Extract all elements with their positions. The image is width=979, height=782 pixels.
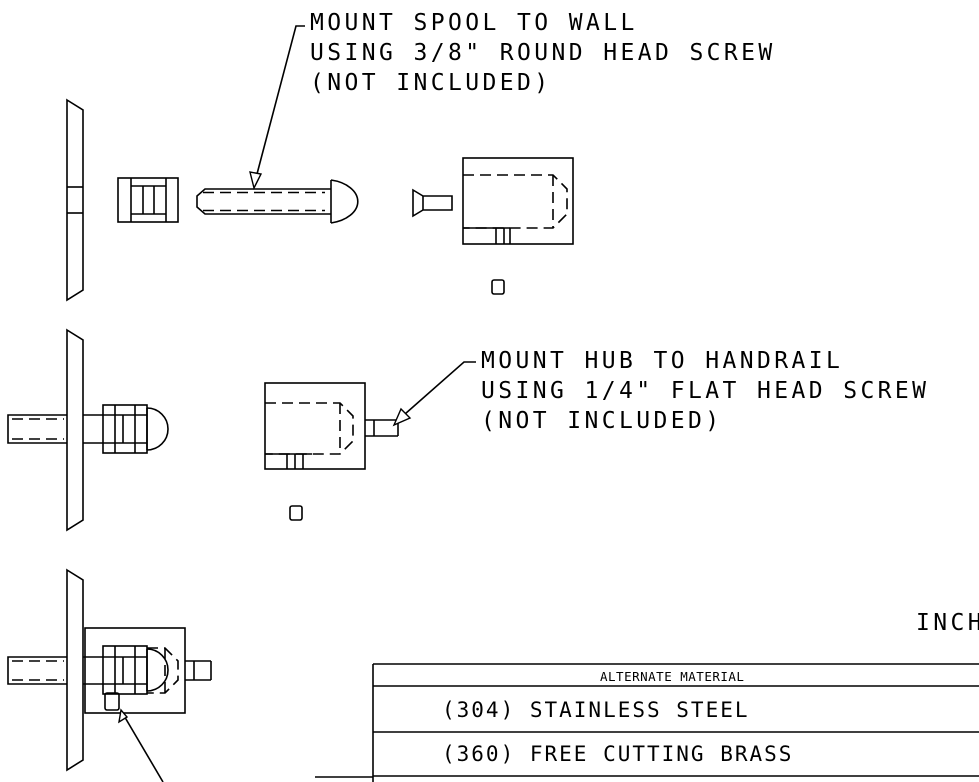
hub-3 [84, 627, 212, 714]
spool-note-line-1: MOUNT SPOOL TO WALL [310, 10, 638, 36]
flat-head-screw-2 [365, 419, 399, 437]
spool-mount-note: MOUNT SPOOL TO WALL USING 3/8" ROUND HEA… [310, 10, 776, 96]
full-assembly [7, 568, 212, 782]
set-screw-2 [289, 505, 303, 521]
hub-2 [264, 382, 366, 470]
spool-note-line-2: USING 3/8" ROUND HEAD SCREW [310, 40, 776, 66]
set-screw-1 [491, 279, 505, 295]
hub-mount-note: MOUNT HUB TO HANDRAIL USING 1/4" FLAT HE… [481, 348, 929, 434]
spool-screw-assembly-3 [7, 645, 169, 695]
table-row: (360) FREE CUTTING BRASS [442, 742, 793, 766]
wall-plate-2 [66, 328, 84, 532]
hub-1 [462, 157, 574, 245]
leader-arrow-set-screw [118, 708, 129, 724]
wall-plate-1 [66, 98, 84, 302]
spool-1 [117, 177, 179, 223]
hub-note-line-3: (NOT INCLUDED) [481, 408, 722, 434]
hub-note-line-1: MOUNT HUB TO HANDRAIL [481, 348, 843, 374]
units-label: INCH [916, 610, 979, 636]
hub-note-line-2: USING 1/4" FLAT HEAD SCREW [481, 378, 929, 404]
hub-leader [392, 361, 476, 427]
spool-leader [249, 25, 305, 191]
partial-assembly [7, 328, 399, 532]
table-header: ALTERNATE MATERIAL [600, 669, 744, 684]
material-table: ALTERNATE MATERIAL (304) STAINLESS STEEL… [315, 663, 979, 782]
table-row: (304) STAINLESS STEEL [442, 698, 750, 722]
spool-note-line-3: (NOT INCLUDED) [310, 70, 551, 96]
spool-screw-assembly-2 [7, 404, 169, 454]
leader-line-set-screw [122, 713, 164, 782]
flat-head-screw-1 [412, 188, 453, 218]
round-head-screw-1 [196, 179, 359, 224]
wall-plate-3 [66, 568, 84, 772]
exploded-view [66, 98, 574, 302]
set-screw-3 [104, 692, 120, 711]
